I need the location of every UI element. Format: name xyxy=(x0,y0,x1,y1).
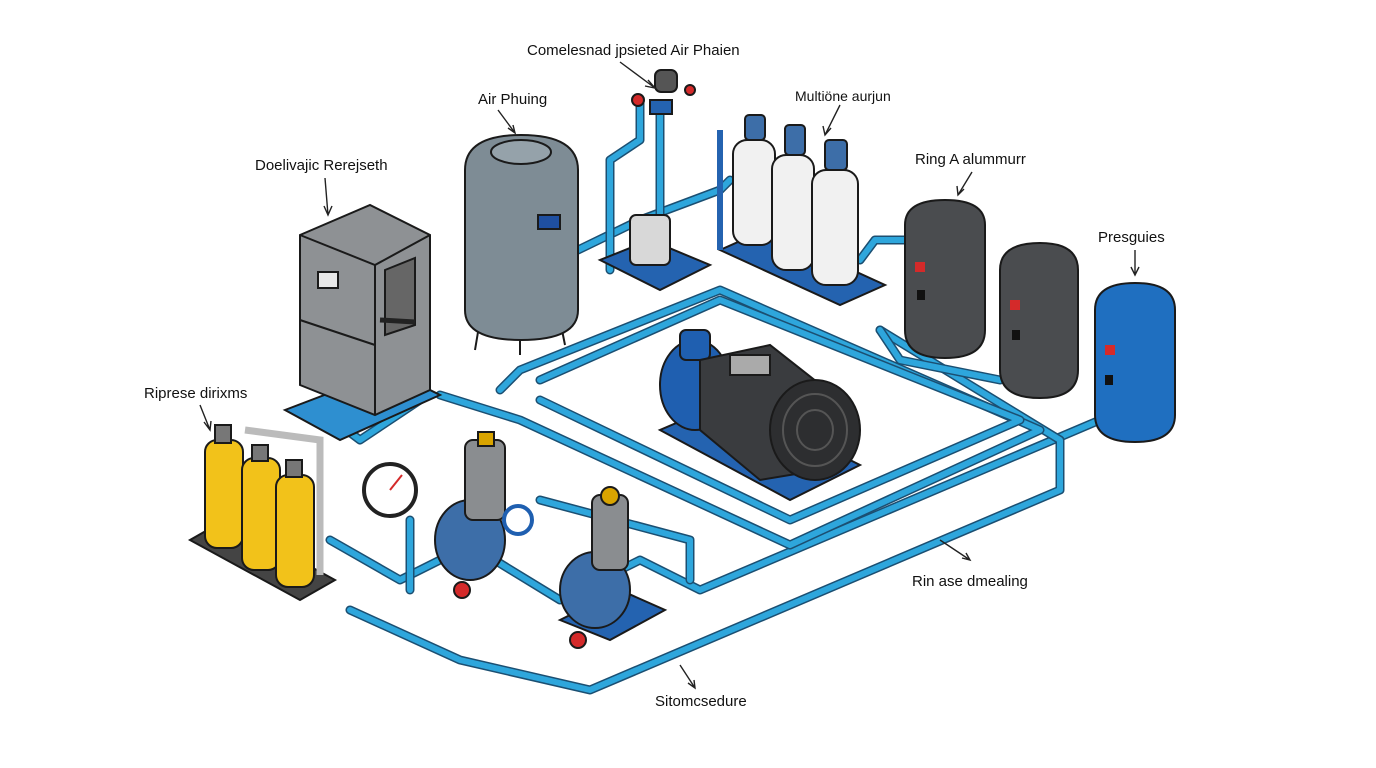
pump-1 xyxy=(434,431,534,599)
air-valve-assembly xyxy=(597,69,713,292)
dark-receiver-tank-2 xyxy=(999,241,1079,400)
label-cabinet: Doelivajic Rerejseth xyxy=(255,157,388,174)
label-leader-lines xyxy=(199,61,1140,690)
label-bottom-pipe: Sitomcsedure xyxy=(655,693,747,710)
label-blue-tank: Presguies xyxy=(1098,229,1165,246)
dark-receiver-tank-1 xyxy=(904,198,986,360)
label-air-tank: Air Phuing xyxy=(478,91,548,108)
label-top-center: Comelesnad jpsieted Air Phaien xyxy=(527,42,740,59)
cabinet-unit xyxy=(282,203,443,442)
label-yellow-cylinders: Riprese dirixms xyxy=(144,385,248,402)
blue-pressure-tank xyxy=(1094,281,1176,444)
pressure-gauge xyxy=(362,462,418,518)
yellow-cylinders xyxy=(187,424,338,602)
electric-motor-pump xyxy=(657,329,863,502)
label-dark-tank: Ring A alummurr xyxy=(915,151,1026,168)
filter-bank xyxy=(717,114,888,307)
pipe-network xyxy=(315,95,1105,695)
air-receiver-tank xyxy=(464,133,579,355)
label-filters: Multiöne aurjun xyxy=(795,88,891,104)
pump-2 xyxy=(557,486,668,649)
label-pipe-loop: Rin ase dmealing xyxy=(912,573,1028,590)
